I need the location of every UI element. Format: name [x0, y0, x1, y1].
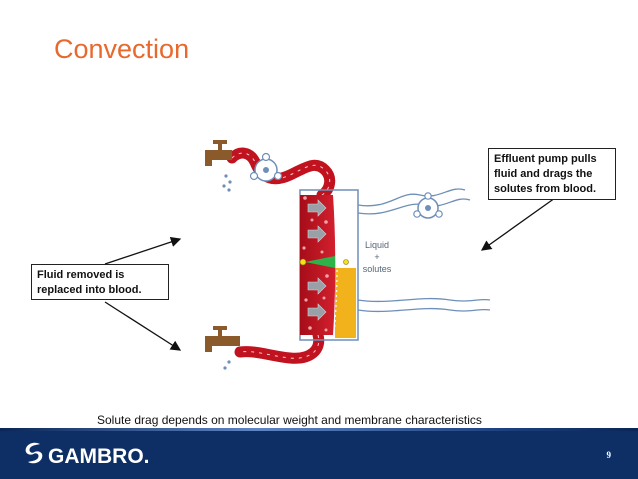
blood-inlet-tube: [226, 147, 336, 201]
gambro-logo-icon: [25, 442, 43, 464]
slide-caption: Solute drag depends on molecular weight …: [97, 413, 482, 427]
arrow-right: [480, 197, 556, 251]
blood-pump-icon: [249, 152, 283, 182]
arrow-left-bottom: [104, 301, 182, 351]
top-faucet-icon: [205, 140, 232, 192]
bottom-faucet-icon: [205, 326, 240, 370]
arrow-left-top: [104, 236, 182, 265]
diagram-label-plus: +: [374, 252, 379, 262]
slide-title: Convection: [54, 34, 190, 64]
callout-fluid-replaced: Fluid removed is replaced into blood.: [31, 264, 169, 300]
diagram-label-liquid: Liquid: [365, 240, 389, 250]
effluent-pump-icon: [413, 192, 443, 219]
callout-arrows: [104, 197, 556, 351]
gambro-logo-text: GAMBRO.: [48, 445, 150, 468]
diagram-label-solutes: solutes: [363, 264, 392, 274]
footer-divider: [0, 428, 638, 431]
callout-effluent-pump: Effluent pump pulls fluid and drags the …: [488, 148, 616, 200]
footer-bar: GAMBRO. 9: [0, 428, 638, 479]
page-number: 9: [606, 450, 612, 460]
filter-housing: [299, 189, 359, 341]
blood-outlet-tube: [234, 329, 325, 364]
